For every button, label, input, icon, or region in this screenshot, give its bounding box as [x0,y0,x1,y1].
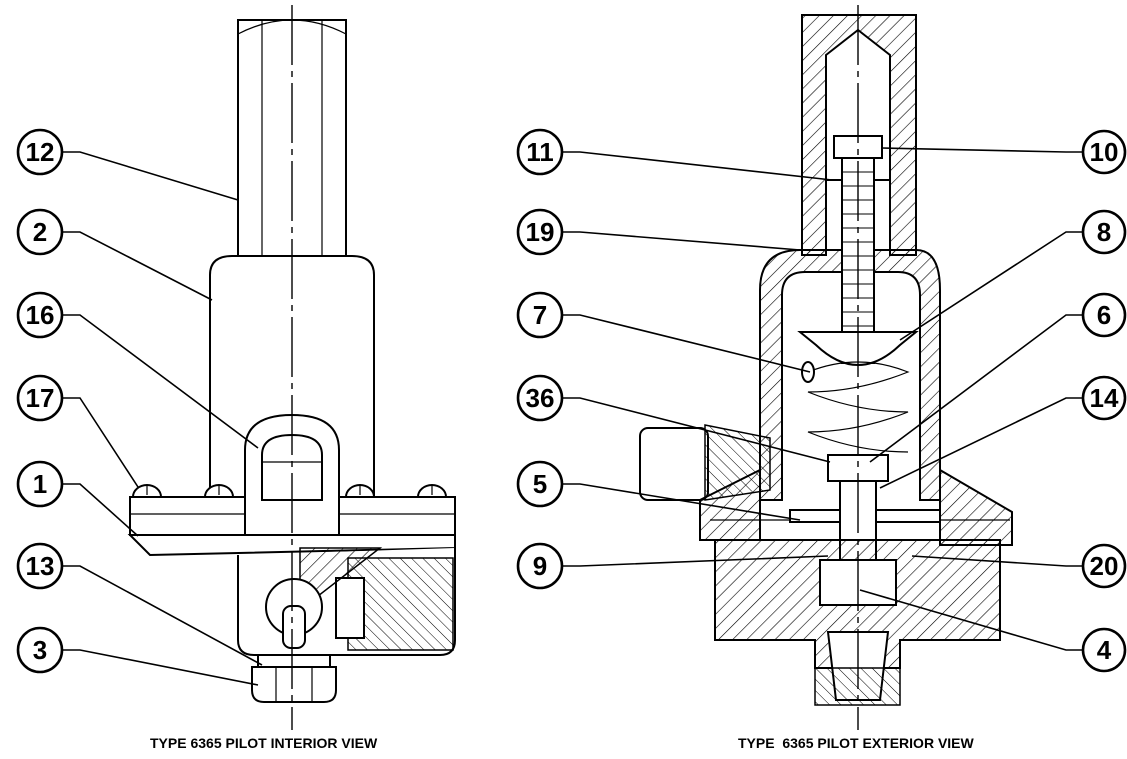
callout-19: 19 [516,208,564,256]
svg-text:19: 19 [526,217,555,247]
svg-text:13: 13 [26,551,55,581]
left-pilot-body [127,5,456,730]
callout-11: 11 [516,128,564,176]
callout-10: 10 [1081,129,1127,175]
svg-text:1: 1 [33,469,47,499]
svg-text:16: 16 [26,300,55,330]
callout-6: 6 [1081,292,1127,338]
svg-text:11: 11 [526,137,554,167]
callout-14: 14 [1081,375,1127,421]
callout-17: 17 [16,374,64,422]
left-view-caption: TYPE 6365 PILOT INTERIOR VIEW [150,735,378,751]
callout-16: 16 [16,291,64,339]
right-leaders [562,147,1083,651]
svg-text:4: 4 [1097,635,1112,665]
callout-4: 4 [1081,627,1127,673]
callout-9: 9 [516,542,564,590]
callout-20: 20 [1081,543,1127,589]
svg-text:9: 9 [533,551,547,581]
svg-text:20: 20 [1090,551,1119,581]
svg-text:5: 5 [533,469,547,499]
callout-13: 13 [16,542,64,590]
svg-text:7: 7 [533,300,547,330]
svg-text:12: 12 [26,137,55,167]
svg-text:6: 6 [1097,300,1111,330]
svg-text:8: 8 [1097,217,1111,247]
callout-5: 5 [516,460,564,508]
svg-text:2: 2 [33,217,47,247]
callout-1: 1 [16,460,64,508]
right-pilot-section [639,5,1013,730]
svg-text:17: 17 [26,383,55,413]
callout-8: 8 [1081,209,1127,255]
callout-36: 36 [516,374,564,422]
svg-text:14: 14 [1090,383,1119,413]
right-view-caption: TYPE 6365 PILOT EXTERIOR VIEW [738,735,974,751]
flange-screws-left [131,484,448,498]
callout-12: 12 [16,128,64,176]
svg-text:3: 3 [33,635,47,665]
callout-3: 3 [16,626,64,674]
left-leaders [62,151,263,686]
callout-7: 7 [516,291,564,339]
svg-text:36: 36 [526,383,555,413]
callout-2: 2 [16,208,64,256]
svg-text:10: 10 [1090,137,1119,167]
